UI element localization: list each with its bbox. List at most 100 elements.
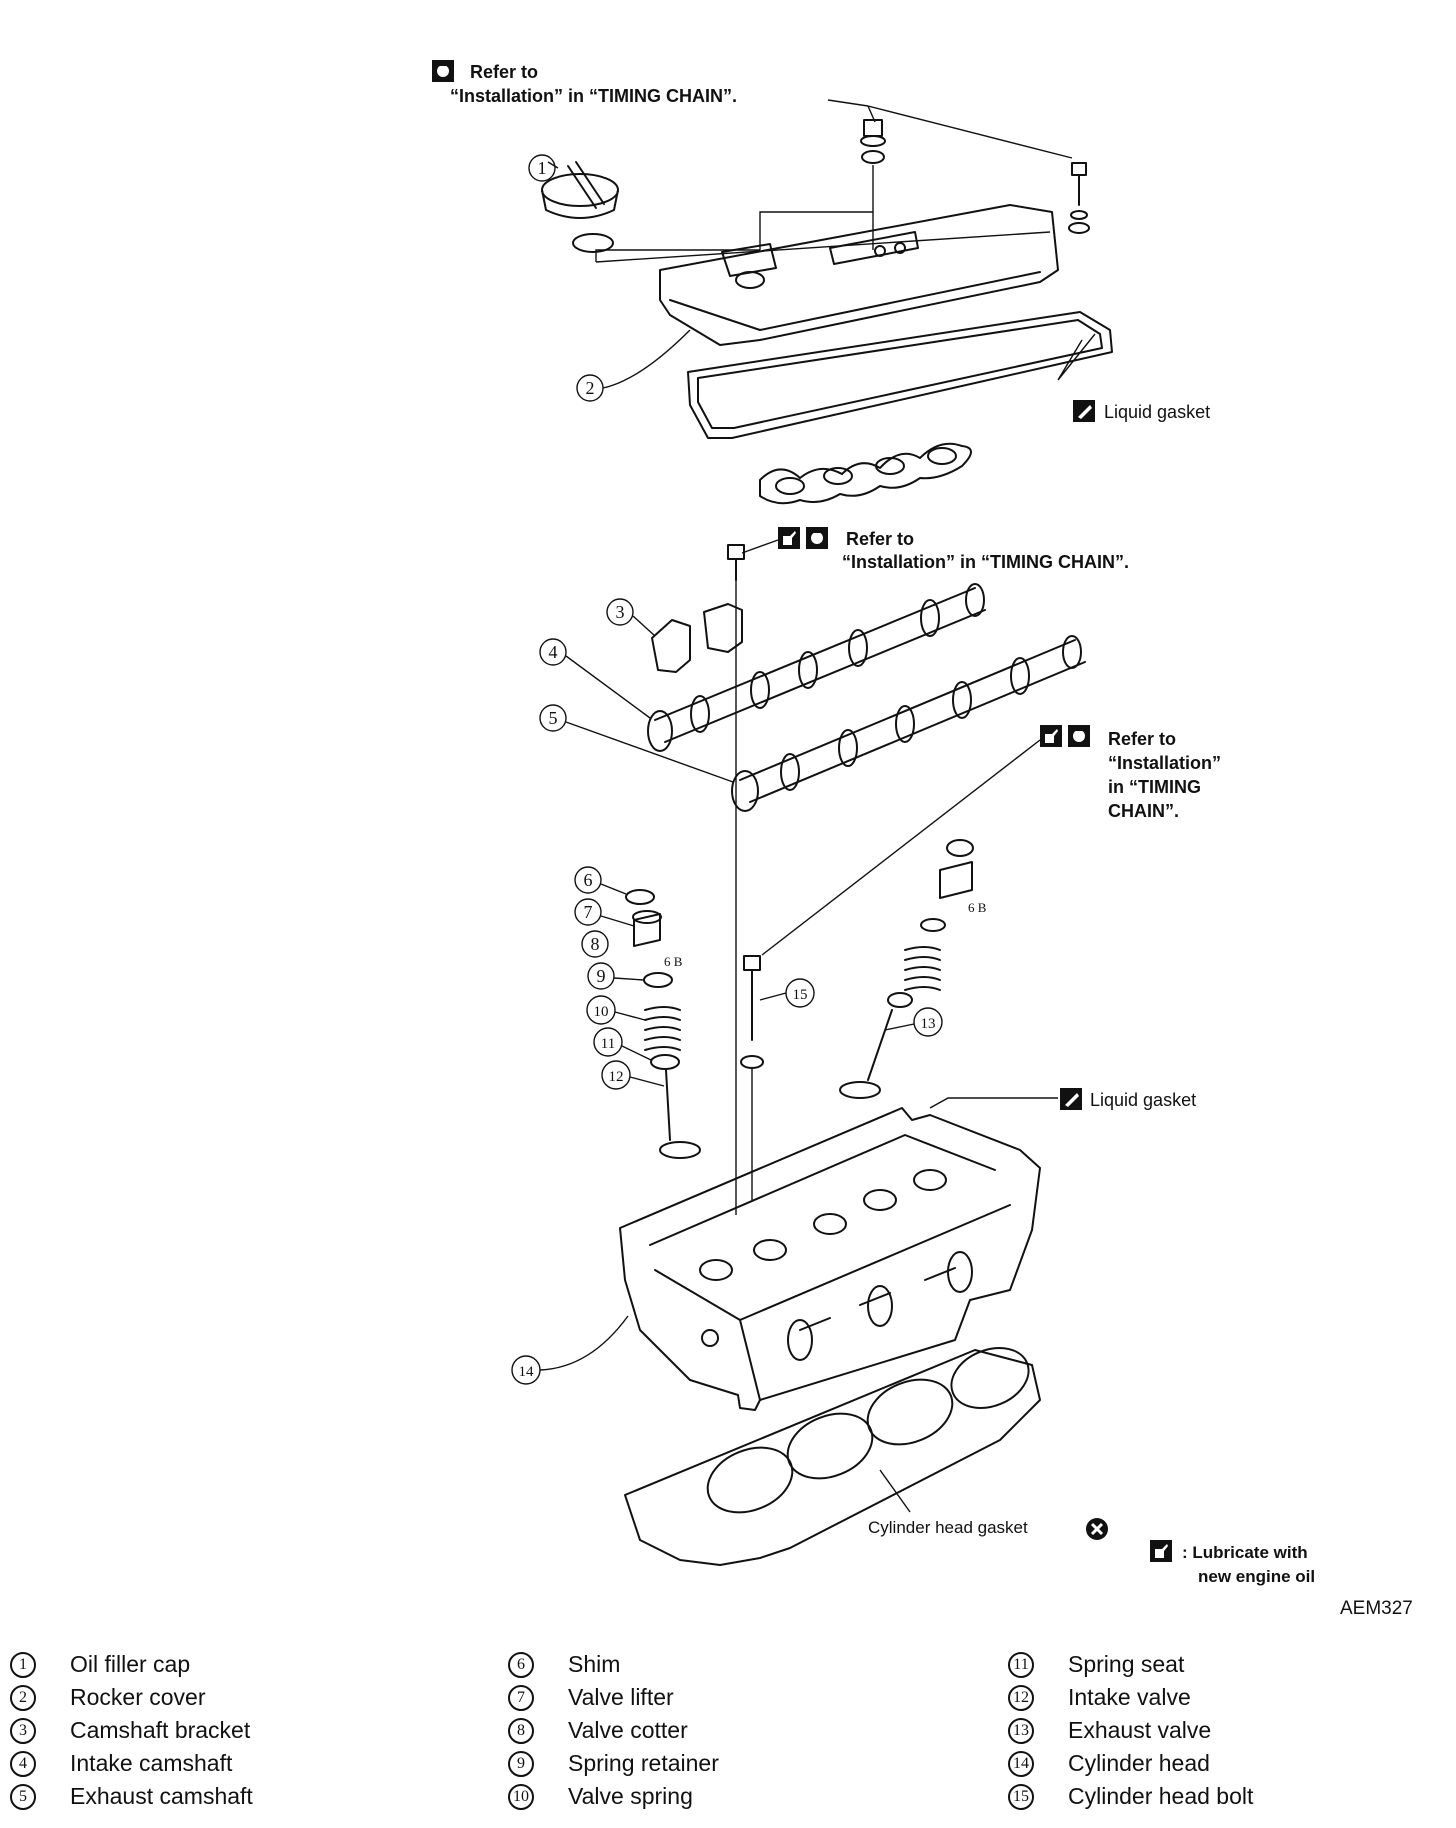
svg-text:8: 8 bbox=[591, 934, 600, 954]
legend-number: 11 bbox=[1008, 1651, 1034, 1678]
intake-camshaft bbox=[647, 583, 986, 752]
torque-wrench-icon bbox=[1068, 725, 1090, 747]
part-label-13: 13 bbox=[884, 1007, 943, 1037]
head-bolt-callout-line3: in “TIMING bbox=[1108, 777, 1201, 797]
callout-top-line2: “Installation” in “TIMING CHAIN”. bbox=[450, 86, 737, 106]
callout-top-line1: Refer to bbox=[470, 62, 538, 82]
lubricate-note-line2: new engine oil bbox=[1198, 1567, 1315, 1586]
part-label-8: 8 bbox=[581, 930, 609, 958]
legend-number: 2 bbox=[10, 1684, 36, 1711]
part-label-4: 4 bbox=[539, 638, 651, 719]
legend-number: 15 bbox=[1008, 1783, 1034, 1810]
torque-wrench-icon bbox=[806, 527, 828, 549]
callout-liquid-gasket-cover: Liquid gasket bbox=[1073, 400, 1210, 422]
svg-text:15: 15 bbox=[793, 987, 808, 1003]
head-bolt-callout-line1: Refer to bbox=[1108, 729, 1176, 749]
legend-item: 15 Cylinder head bolt bbox=[1008, 1780, 1253, 1813]
svg-text:11: 11 bbox=[601, 1036, 615, 1052]
rocker-cover-gasket bbox=[687, 311, 1113, 505]
legend-item: 13 Exhaust valve bbox=[1008, 1714, 1253, 1747]
rocker-cover bbox=[595, 204, 1059, 346]
legend-number: 13 bbox=[1008, 1717, 1034, 1744]
legend-label: Spring retainer bbox=[568, 1750, 719, 1776]
camshaft-bracket bbox=[651, 603, 743, 673]
svg-text:2: 2 bbox=[586, 378, 595, 398]
camshaft-callout-line1: Refer to bbox=[846, 529, 914, 549]
liquid-gasket-icon bbox=[1060, 1088, 1082, 1110]
svg-text:4: 4 bbox=[549, 642, 558, 662]
svg-text:3: 3 bbox=[616, 602, 625, 622]
exhaust-camshaft bbox=[731, 635, 1086, 812]
svg-text:14: 14 bbox=[519, 1364, 535, 1380]
legend-number: 10 bbox=[508, 1783, 534, 1810]
head-bolt-callout-line2: “Installation” bbox=[1108, 753, 1221, 773]
callout-camshaft-bolt: Refer to “Installation” in “TIMING CHAIN… bbox=[741, 527, 1129, 572]
svg-text:7: 7 bbox=[584, 902, 593, 922]
exploded-parts-diagram: Refer to “Installation” in “TIMING CHAIN… bbox=[432, 60, 1315, 1586]
part-label-12: 12 bbox=[601, 1060, 665, 1090]
part-label-11: 11 bbox=[593, 1027, 652, 1061]
legend-label: Cylinder head bolt bbox=[1068, 1783, 1254, 1809]
lubricate-note: : Lubricate with new engine oil bbox=[1150, 1540, 1315, 1586]
lubricate-note-line1: : Lubricate with bbox=[1182, 1543, 1308, 1562]
legend-label: Spring seat bbox=[1068, 1651, 1185, 1677]
legend-label: Exhaust camshaft bbox=[70, 1783, 253, 1809]
exhaust-valve-assembly: 6 B bbox=[839, 839, 987, 1099]
cylinder-head-gasket bbox=[624, 1347, 1041, 1566]
callout-top: Refer to “Installation” in “TIMING CHAIN… bbox=[432, 60, 1073, 159]
svg-text:6: 6 bbox=[584, 870, 593, 890]
legend-number: 9 bbox=[508, 1750, 534, 1777]
legend-number: 12 bbox=[1008, 1684, 1034, 1711]
part-label-14: 14 bbox=[511, 1315, 629, 1385]
legend-item: 9 Spring retainer bbox=[508, 1747, 719, 1780]
callout-head-bolt: Refer to “Installation” in “TIMING CHAIN… bbox=[761, 725, 1221, 956]
cylinder-head-gasket-text: Cylinder head gasket bbox=[868, 1518, 1028, 1537]
part-number-callouts: 1 2 3 4 5 6 7 bbox=[511, 154, 943, 1385]
svg-text:9: 9 bbox=[597, 966, 606, 986]
part-label-3: 3 bbox=[606, 598, 656, 637]
oil-filler-cap bbox=[541, 161, 619, 253]
legend-number: 14 bbox=[1008, 1750, 1034, 1777]
legend-number: 4 bbox=[10, 1750, 36, 1777]
legend-label: Valve spring bbox=[568, 1783, 693, 1809]
svg-text:6 B: 6 B bbox=[664, 954, 683, 969]
legend-column-3: 11 Spring seat 12 Intake valve 13 Exhaust v… bbox=[1008, 1648, 1253, 1813]
callout-liquid-gasket-head: Liquid gasket bbox=[929, 1088, 1196, 1110]
oil-can-icon bbox=[778, 527, 800, 549]
part-label-1: 1 bbox=[528, 154, 556, 182]
legend-item: 11 Spring seat bbox=[1008, 1648, 1253, 1681]
head-bolt-callout-line4: CHAIN”. bbox=[1108, 801, 1179, 821]
legend-label: Oil filler cap bbox=[70, 1651, 191, 1677]
svg-text:1: 1 bbox=[538, 158, 547, 178]
camshaft-callout-line2: “Installation” in “TIMING CHAIN”. bbox=[842, 552, 1129, 572]
legend-number: 8 bbox=[508, 1717, 534, 1744]
legend-label: Cylinder head bbox=[1068, 1750, 1210, 1776]
legend-label: Intake valve bbox=[1068, 1684, 1191, 1710]
part-label-10: 10 bbox=[586, 995, 646, 1025]
legend-label: Exhaust valve bbox=[1068, 1717, 1212, 1743]
oil-can-icon bbox=[1040, 725, 1062, 747]
svg-text:5: 5 bbox=[549, 708, 558, 728]
legend-item: 10 Valve spring bbox=[508, 1780, 719, 1813]
legend-item: 8 Valve cotter bbox=[508, 1714, 719, 1747]
part-label-2: 2 bbox=[576, 329, 691, 402]
legend-number: 6 bbox=[508, 1651, 534, 1678]
legend-label: Valve cotter bbox=[568, 1717, 688, 1743]
part-label-15: 15 bbox=[759, 978, 815, 1008]
part-label-7: 7 bbox=[574, 898, 635, 927]
intake-valve-assembly: 6 B bbox=[625, 889, 701, 1159]
svg-text:12: 12 bbox=[609, 1069, 624, 1085]
liquid-gasket-cover-text: Liquid gasket bbox=[1104, 402, 1210, 422]
callout-cylinder-head-gasket: Cylinder head gasket bbox=[868, 1518, 1108, 1540]
cylinder-head bbox=[619, 1107, 1041, 1411]
legend-number: 3 bbox=[10, 1717, 36, 1744]
